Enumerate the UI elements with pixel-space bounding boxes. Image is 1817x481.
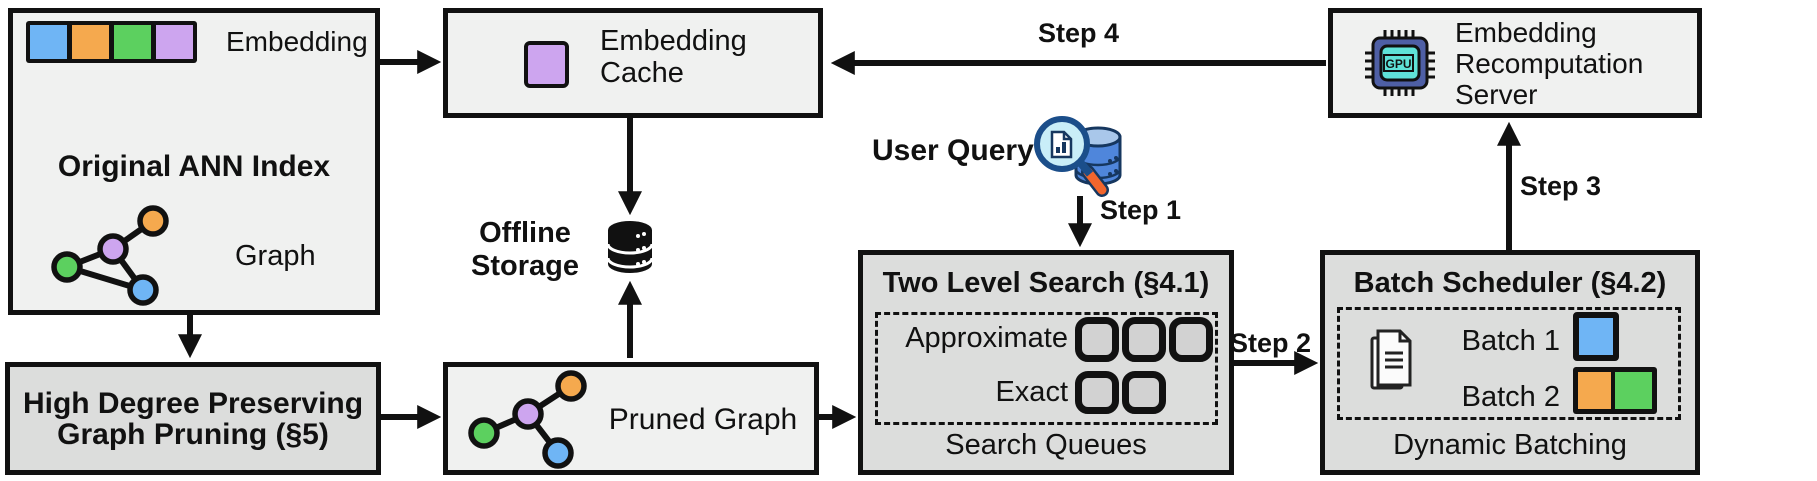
user-query-label: User Query: [872, 134, 1034, 167]
batch1-embedding-cell: [1573, 312, 1619, 361]
search-query-icon: [1034, 116, 1122, 197]
original-ann-index-title: Original ANN Index: [57, 150, 331, 183]
approximate-queues: [1075, 317, 1213, 362]
batch-scheduler-title: Batch Scheduler (§4.2): [1353, 267, 1667, 299]
embedding-cell-orange: [72, 25, 109, 59]
batch-scheduler-box: Batch Scheduler (§4.2) Batch 1 Batch 2 D…: [1320, 250, 1700, 475]
exact-label: Exact: [995, 376, 1068, 408]
graph-label: Graph: [235, 240, 316, 272]
embedding-cell-green: [114, 25, 151, 59]
embedding-cache-title-line2: Cache: [600, 57, 684, 89]
embedding-cache-title-line1: Embedding: [600, 25, 747, 57]
exact-queues: [1075, 371, 1166, 414]
step3-label: Step 3: [1520, 171, 1602, 201]
batch2-cell-green: [1615, 372, 1652, 409]
search-queues-panel: [875, 312, 1218, 425]
step1-label: Step 1: [1100, 195, 1182, 225]
queue-slot: [1122, 317, 1166, 362]
step4-label: Step 4: [1038, 18, 1120, 48]
pruned-graph-icon: [468, 370, 587, 469]
batch2-embedding-cells: [1573, 367, 1657, 414]
original-ann-index-box: Embedding Original ANN Index Graph: [8, 8, 380, 315]
pruned-graph-box: Pruned Graph: [443, 362, 819, 475]
two-level-search-box: Two Level Search (§4.1) Approximate Exac…: [858, 250, 1234, 475]
dynamic-batching-caption: Dynamic Batching: [1393, 429, 1627, 461]
dynamic-batching-panel: [1337, 307, 1681, 420]
batch1-label: Batch 1: [1461, 325, 1560, 357]
queue-slot: [1075, 317, 1119, 362]
search-queues-caption: Search Queues: [945, 429, 1147, 461]
database-icon: [606, 221, 654, 273]
server-title-line2: Recomputation: [1455, 48, 1644, 79]
two-level-search-title: Two Level Search (§4.1): [882, 267, 1210, 299]
graph-pruning-title-line2: Graph Pruning (§5): [57, 417, 329, 451]
graph-icon: [51, 205, 169, 306]
queue-slot: [1122, 371, 1166, 414]
offline-storage-label-line1: Offline: [479, 217, 571, 249]
gpu-chip-label: GPU: [1385, 57, 1411, 71]
batch2-label: Batch 2: [1461, 381, 1560, 413]
embedding-cache-box: Embedding Cache: [443, 8, 823, 118]
approximate-label: Approximate: [905, 322, 1068, 354]
embedding-cell-blue: [30, 25, 67, 59]
graph-pruning-title-line1: High Degree Preserving: [22, 386, 364, 420]
graph-pruning-box: High Degree Preserving Graph Pruning (§5…: [5, 362, 381, 475]
embedding-cell-purple: [156, 25, 193, 59]
server-title-line1: Embedding: [1455, 17, 1597, 48]
gpu-chip-icon: GPU: [1365, 30, 1435, 96]
queue-slot: [1169, 317, 1213, 362]
cached-embedding-icon: [524, 41, 569, 88]
batch2-cell-orange: [1578, 372, 1611, 409]
pruned-graph-label: Pruned Graph: [608, 403, 798, 436]
offline-storage-label-line2: Storage: [471, 250, 579, 282]
embedding-vector-icon: [26, 21, 197, 63]
queue-slot: [1075, 371, 1119, 414]
step2-label: Step 2: [1230, 328, 1312, 358]
embedding-label: Embedding: [226, 26, 368, 57]
server-title-line3: Server: [1455, 79, 1538, 110]
documents-icon: [1370, 329, 1412, 390]
recomputation-server-box: GPU Embedding Recomputation Server: [1328, 8, 1702, 118]
